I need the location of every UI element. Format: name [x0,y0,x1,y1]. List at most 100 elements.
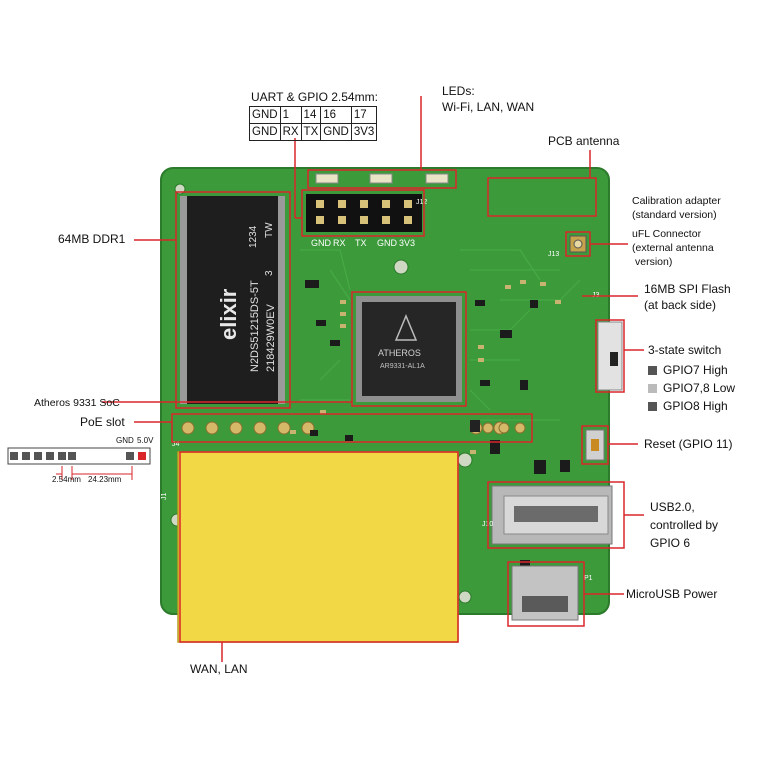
uart-pin [338,200,346,208]
calibration-label-line1: Calibration adapter [632,195,721,207]
smd-passives [290,280,561,454]
uart-table-cell: GND [249,106,281,124]
poe-pinout-pins [10,452,146,460]
atheros-logo-icon [394,314,418,341]
poe-pin [514,422,526,434]
uart-pins [316,200,412,224]
ethernet-jack-wan-lan [177,451,459,643]
uart-table-cell: 3V3 [350,123,378,141]
poe-pinout-pin [58,452,66,460]
ram-date: 1234 [248,225,259,248]
poe-pinout-pin [34,452,42,460]
poe-pinout-pin [22,452,30,460]
j12-label: J12 [416,199,427,206]
mount-hole [458,590,472,604]
poe-pinout-pin [68,452,76,460]
uart-pin [316,216,324,224]
ram-brand: elixir [216,288,241,340]
poe-pinout-pin [46,452,54,460]
uart-pin-label: GND [311,238,332,248]
poe-5v-label: 5.0V [137,436,154,445]
usb-a-tongue [514,506,598,522]
calibration-label-line2: (standard version) [632,209,717,221]
uart-pin-label: GND [377,238,398,248]
poe-component [470,420,480,432]
switch-label: 3-state switch [648,343,722,357]
ufl-center [573,239,583,249]
poe-pinout-frame [7,447,151,465]
poe-pin [181,421,195,435]
soc-label: Atheros 9331 SoC [34,397,120,409]
soc-part: AR9331-AL1A [380,363,425,370]
switch-state-swatch [648,384,657,393]
switch-state-label: GPIO8 High [663,399,728,413]
spi-flash-label-line1: 16MB SPI Flash [644,282,731,296]
switch-state-label: GPIO7,8 Low [663,381,736,395]
callout-lines [102,96,644,662]
switch-state-swatch [648,366,657,375]
uart-table-cell: 14 [300,106,322,124]
soc-chip [362,302,456,396]
pcb-antenna-label: PCB antenna [548,134,620,148]
uart-pin [360,200,368,208]
smd-components [305,280,570,570]
poe-pin [277,421,291,435]
poe-dimension-lines [56,466,133,480]
j4-label: J4 [172,441,180,448]
uart-pin-label: 3V3 [399,238,415,248]
j13-label: J13 [548,251,559,258]
switch-state-swatch [648,402,657,411]
poe-span-label: 24.23mm [88,475,122,484]
uart-table-cell: RX [279,123,302,141]
poe-pin [205,421,219,435]
usb-label-line1: USB2.0, [650,500,695,514]
poe-pinout-pin [126,452,134,460]
ufl-label-line3: version) [635,256,673,268]
ufl-label-line2: (external antenna [632,242,714,254]
ram-code: 218429W0EV [265,303,277,372]
uart-pin [338,216,346,224]
poe-pin [498,422,510,434]
poe-pitch-label: 2.54mm [52,475,81,484]
poe-pinout-pin [138,452,146,460]
poe-pin [482,422,494,434]
mount-hole [457,452,473,468]
led-lan [369,173,393,184]
led-wan [425,173,449,184]
p1-label: P1 [584,575,593,582]
uart-pin [404,200,412,208]
poe-gnd-label: GND [116,436,134,445]
reset-label: Reset (GPIO 11) [644,437,733,451]
uart-table-cell: 16 [320,106,352,124]
ufl-label-line1: uFL Connector [632,228,702,240]
switch-knob [610,352,618,366]
usb-label-line3: GPIO 6 [650,536,691,550]
uart-table-cell: 17 [350,106,378,124]
ram-num: 3 [264,270,275,276]
leds-title: LEDs: [442,84,475,98]
poe-pinout-pin [10,452,18,460]
poe-pin [229,421,243,435]
uart-table-cell: 1 [279,106,302,124]
leds-list: Wi-Fi, LAN, WAN [442,100,535,114]
uart-pin [316,200,324,208]
pcb-antenna-box [487,177,597,217]
uart-pin [382,200,390,208]
uart-pin [360,216,368,224]
uart-table-cell: TX [300,123,322,141]
switch-state-item: GPIO8 High [648,397,735,415]
microusb-slot [522,596,568,612]
uart-pin [382,216,390,224]
led-wifi [315,173,339,184]
switch-state-item: GPIO7 High [648,361,735,379]
uart-pin [404,216,412,224]
reset-button-knob [591,439,599,451]
uart-table-cell: GND [320,123,352,141]
poe-pin [253,421,267,435]
